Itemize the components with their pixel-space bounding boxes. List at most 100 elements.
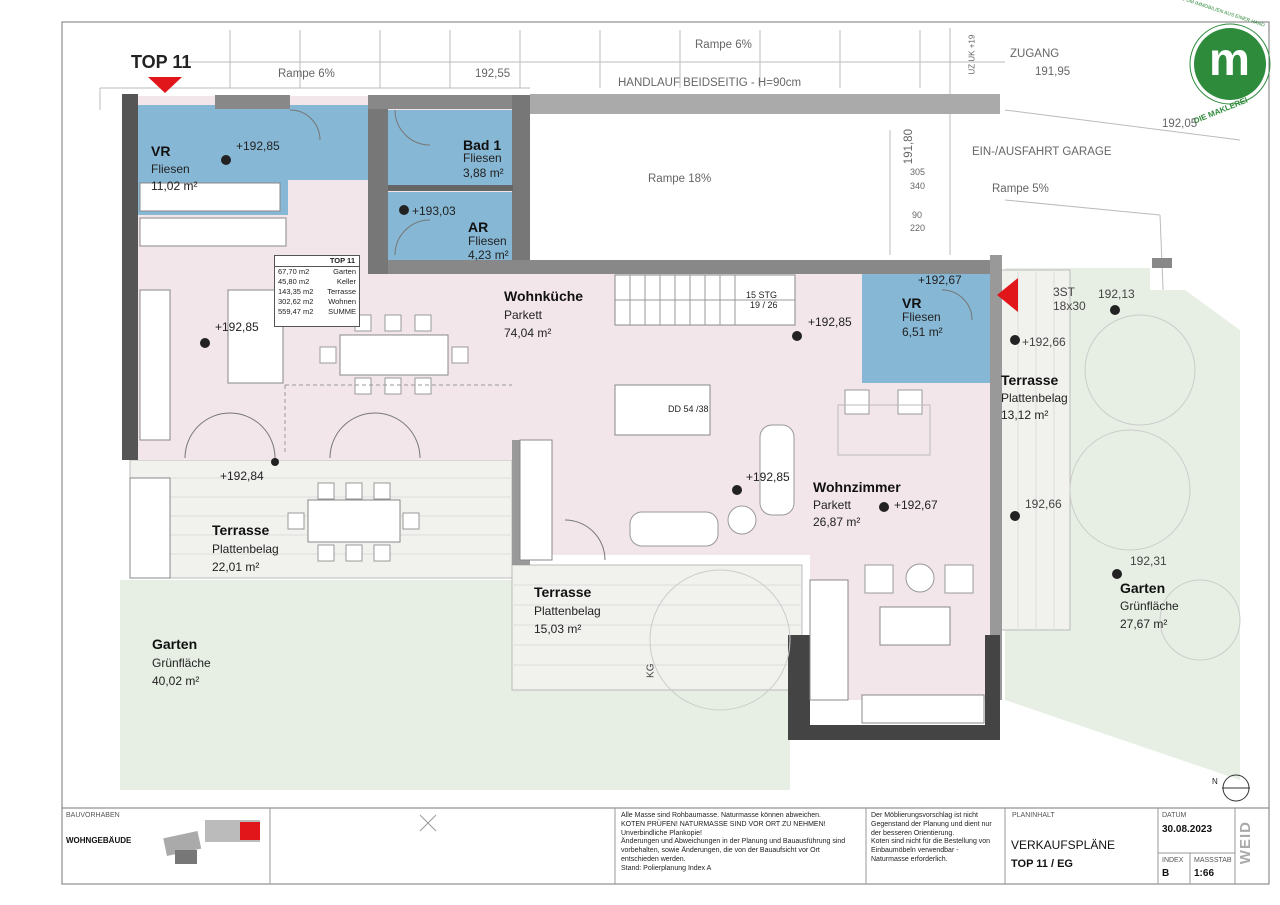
annotation-dim-305: 305 [910, 167, 926, 177]
bad1-tiles [388, 110, 513, 187]
annotation-level-192-13: 192,13 [1098, 287, 1135, 301]
annotation-steps-dim: 18x30 [1053, 299, 1086, 313]
annotation-level-zugang: 191,95 [1035, 66, 1071, 78]
annotation-level-192-31: 192,31 [1130, 554, 1167, 568]
brand-letter: m [1209, 33, 1250, 85]
annotation-rampe-6-top: Rampe 6% [695, 39, 752, 51]
annotation-rampe-18: Rampe 18% [648, 173, 712, 185]
level-markers [200, 155, 1122, 579]
room-garten-right-name: Garten [1120, 580, 1166, 596]
index-value: B [1162, 868, 1170, 879]
room-bad1-area: 3,88 m² [463, 166, 504, 180]
room-bad1-name: Bad 1 [463, 137, 502, 153]
massstab-label: MASSSTAB [1194, 857, 1232, 864]
chairs [287, 314, 974, 594]
room-terrasse-left-area: 22,01 m² [212, 560, 260, 574]
room-terrasse-left-name: Terrasse [212, 522, 270, 538]
annotation-einfahrt: EIN-/AUSFAHRT GARAGE [972, 146, 1112, 158]
room-terrasse-middle-floor: Plattenbelag [534, 604, 601, 618]
room-wohnzimmer-level: +192,67 [894, 498, 938, 512]
kitchen-level: +192,85 [215, 320, 259, 334]
room-garten-left-area: 40,02 m² [152, 674, 200, 688]
room-terrasse-left-level: +192,84 [220, 469, 264, 483]
annotation-rampe-5: Rampe 5% [992, 183, 1049, 195]
annotation-uz-uk: UZ UK +19 [967, 34, 977, 75]
annotation-kg: KG [645, 663, 657, 678]
room-vr1-name: VR [151, 143, 171, 159]
annotation-3st: 3ST [1053, 285, 1076, 299]
room-wohnzimmer-floor: Parkett [813, 498, 852, 512]
room-terrasse-right-name: Terrasse [1001, 372, 1059, 388]
room-wohnkueche-area: 74,04 m² [504, 326, 552, 340]
trees [649, 314, 1241, 711]
interior-floor [138, 96, 1000, 700]
room-terrasse-left-floor: Plattenbelag [212, 542, 279, 556]
annotation-level-top: 192,55 [475, 68, 511, 80]
notes-furniture: Der Möblierungsvorschlag ist nicht Gegen… [871, 812, 992, 863]
room-vr2-floor: Fliesen [902, 310, 941, 324]
annotation-level-192-66-a: +192,66 [1022, 335, 1066, 349]
room-vr2-name: VR [902, 295, 922, 311]
north-label: N [1212, 777, 1218, 786]
room-vr2-level: +192,67 [918, 273, 962, 287]
room-terrasse-middle-name: Terrasse [534, 584, 592, 600]
top-11-marker [148, 77, 182, 93]
brand-logo [1189, 23, 1271, 105]
summary-title: TOP 11 [275, 256, 359, 267]
living-level: +192,85 [746, 470, 790, 484]
planinhalt-label: PLANINHALT [1012, 812, 1055, 819]
entrance-marker [997, 278, 1018, 312]
notes-general: Alle Masse sind Rohbaumasse. Naturmasse … [621, 812, 846, 872]
room-bad1-floor: Fliesen [463, 151, 502, 165]
room-terrasse-right-floor: Plattenbelag [1001, 391, 1068, 405]
room-wohnzimmer-name: Wohnzimmer [813, 479, 901, 495]
title-block-grid [269, 808, 1236, 884]
terrace-middle-area [511, 564, 803, 691]
room-terrasse-right-area: 13,12 m² [1001, 408, 1049, 422]
annotation-level-192-66-b: 192,66 [1025, 497, 1062, 511]
annotation-dim-340: 340 [910, 181, 926, 191]
room-ar-level: +193,03 [412, 204, 456, 218]
vr2-tiles [862, 273, 990, 383]
annotation-level-191-80: 191,80 [902, 129, 915, 165]
room-garten-right-floor: Grünfläche [1120, 599, 1179, 613]
room-garten-left-name: Garten [152, 636, 198, 652]
room-vr1-area: 11,02 m² [151, 179, 198, 193]
room-vr2-area: 6,51 m² [902, 325, 943, 339]
room-ar-floor: Fliesen [468, 234, 507, 248]
stair [615, 275, 795, 325]
room-vr1-floor: Fliesen [151, 162, 190, 176]
planinhalt-value-1: VERKAUFSPLÄNE [1011, 838, 1116, 852]
annotation-handlauf: HANDLAUF BEIDSEITIG - H=90cm [618, 77, 802, 89]
room-wohnkueche-floor: Parkett [504, 308, 543, 322]
room-wohnkueche-level: +192,85 [808, 315, 852, 329]
weid-logo: WEID [1236, 821, 1254, 865]
drawing-frame [61, 21, 1270, 885]
annotation-stairs-ratio: 19 / 26 [750, 300, 778, 310]
datum-value: 30.08.2023 [1162, 824, 1213, 835]
annotation-rampe-6-left: Rampe 6% [278, 68, 335, 80]
datum-label: DATUM [1162, 812, 1187, 819]
bauvorhaben-value: WOHNGEBÄUDE [66, 836, 132, 845]
unit-label: TOP 11 [131, 52, 192, 72]
room-wohnkueche-name: Wohnküche [504, 288, 584, 304]
annotation-zugang: ZUGANG [1010, 48, 1060, 60]
room-ar-name: AR [468, 219, 489, 235]
index-label: INDEX [1162, 857, 1184, 864]
planinhalt-value-2: TOP 11 / EG [1011, 858, 1073, 870]
vr1-tiles [138, 105, 368, 180]
annotation-dim-220: 220 [910, 223, 926, 233]
doors [184, 109, 973, 561]
room-garten-left-floor: Grünfläche [152, 656, 211, 670]
annotation-level-192-05: 192,05 [1162, 118, 1198, 130]
annotation-dim-90: 90 [912, 210, 923, 220]
room-terrasse-middle-area: 15,03 m² [534, 622, 582, 636]
bauvorhaben-label: BAUVORHABEN [66, 812, 120, 819]
annotation-stairs: 15 STG [746, 290, 778, 300]
site-thumbnail [163, 820, 260, 864]
